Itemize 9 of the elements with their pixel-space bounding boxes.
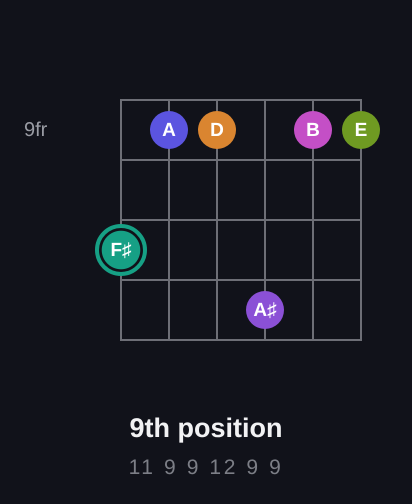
note-dot: D [198,111,236,149]
fret-numbers: 11 9 9 12 9 9 [128,455,284,481]
title: 9th position [128,412,284,445]
note-dot: A♯ [246,291,284,329]
note-dot: A [150,111,188,149]
note-dot: B [294,111,332,149]
root-note-dot: F♯ [95,224,147,276]
note-dot: E [342,111,380,149]
fret-label: 9fr [24,118,48,142]
